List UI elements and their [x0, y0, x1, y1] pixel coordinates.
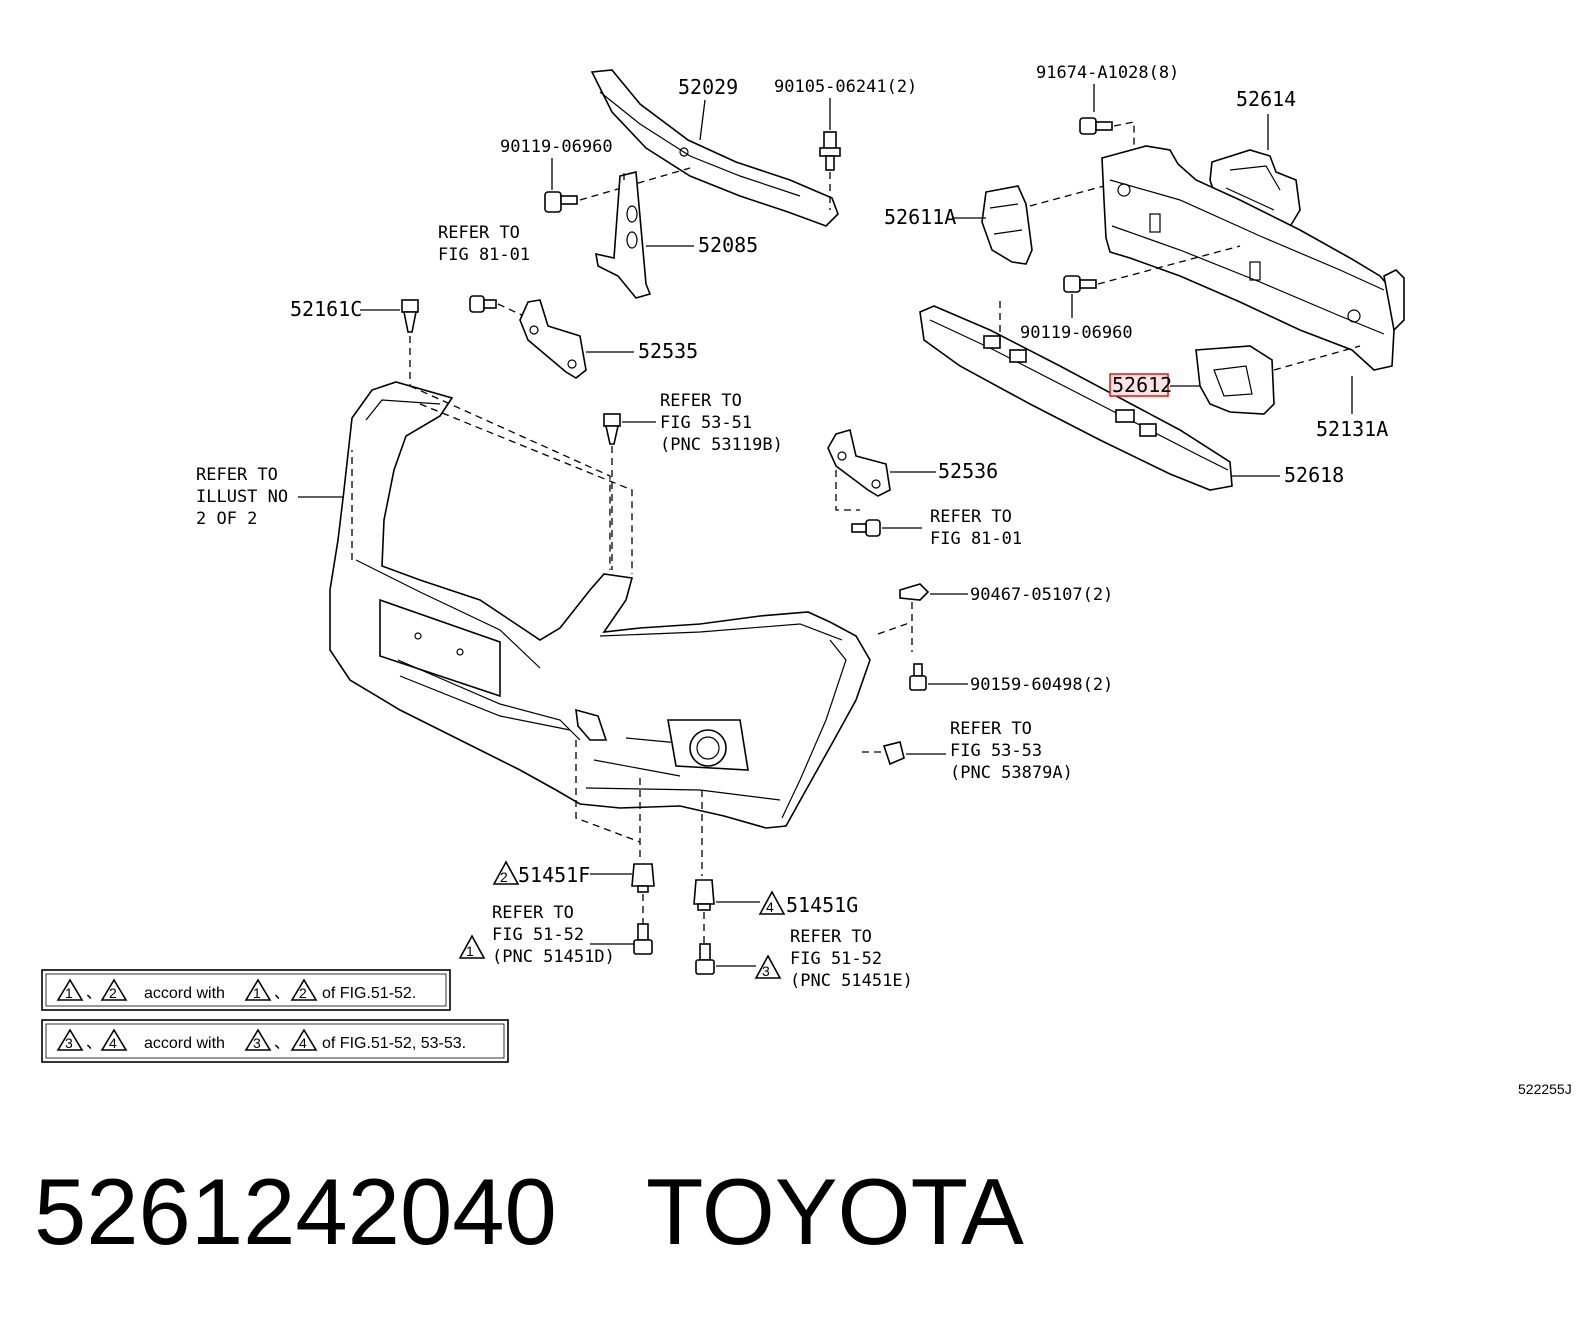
part-52535-drawing [519, 299, 587, 379]
tri-1-51451D: 1 [458, 934, 486, 959]
label-90105-06241[interactable]: 90105-06241(2) [774, 77, 917, 97]
refer-51451D-line3[interactable]: (PNC 51451D) [492, 947, 615, 967]
label-90159-60498[interactable]: 90159-60498(2) [970, 675, 1113, 695]
part-number-caption: 5261242040 [34, 1159, 557, 1264]
refer-fig-81-01-top-line1[interactable]: REFER TO [438, 223, 520, 243]
svg-text:、: 、 [86, 985, 102, 1002]
part-52029-drawing [590, 69, 839, 227]
refer-fig-81-01-top-line2[interactable]: FIG 81-01 [438, 245, 530, 265]
clip-51451G-drawing [693, 879, 715, 944]
label-52029[interactable]: 52029 [678, 75, 738, 99]
refer-fig-53-51-line1[interactable]: REFER TO [660, 391, 742, 411]
note-box-1: 1 、 2 accord with 1 、 2 of FIG.51-52. [41, 969, 451, 1011]
tri-3-51451E: 3 [754, 954, 782, 979]
bolt-90119-top-drawing [544, 167, 691, 213]
label-90119-06960-top[interactable]: 90119-06960 [500, 137, 613, 157]
bolt-refer-81-01-top-drawing [469, 295, 529, 319]
note-box-2: 3 、 4 accord with 3 、 4 of FIG.51-52, 53… [41, 1019, 509, 1063]
note2-tri-c: 3 [253, 1035, 261, 1051]
label-52536[interactable]: 52536 [938, 459, 998, 483]
svg-text:3: 3 [762, 963, 770, 979]
refer-51451E-line1[interactable]: REFER TO [790, 927, 872, 947]
screw-51451E-drawing [695, 943, 715, 975]
screw-90159-drawing [909, 663, 927, 691]
label-52085[interactable]: 52085 [698, 233, 758, 257]
note1-tri-a: 1 [65, 985, 73, 1001]
refer-fig-53-53-line2[interactable]: FIG 53-53 [950, 741, 1042, 761]
label-90467-05107[interactable]: 90467-05107(2) [970, 585, 1113, 605]
refer-illust-line3[interactable]: 2 OF 2 [196, 509, 257, 529]
label-90119-06960-right[interactable]: 90119-06960 [1020, 323, 1133, 343]
refer-fig-53-51-line3[interactable]: (PNC 53119B) [660, 435, 783, 455]
note1-tail: of FIG.51-52. [322, 985, 416, 1002]
svg-text:2: 2 [500, 869, 508, 885]
svg-text:1: 1 [466, 943, 474, 959]
part-52618-drawing [919, 300, 1233, 491]
nut-90467-drawing [877, 583, 930, 652]
refer-illust-line2[interactable]: ILLUST NO [196, 487, 288, 507]
label-52161C[interactable]: 52161C [290, 297, 362, 321]
refer-illust-line1[interactable]: REFER TO [196, 465, 278, 485]
note2-text: accord with [144, 1035, 225, 1052]
label-52618[interactable]: 52618 [1284, 463, 1344, 487]
highlight-box-52612 [1109, 373, 1169, 397]
part-52131A-drawing [1101, 145, 1405, 371]
refer-fig-53-53-line3[interactable]: (PNC 53879A) [950, 763, 1073, 783]
tri-4-51451G: 4 [758, 890, 786, 915]
illustration-code: 522255J [1518, 1081, 1572, 1097]
part-52085-drawing [595, 168, 652, 299]
note1-text: accord with [144, 985, 225, 1002]
brand-caption: TOYOTA [646, 1159, 1024, 1264]
clip-refer-53-53-drawing [862, 741, 905, 766]
note2-tri-a: 3 [65, 1035, 73, 1051]
refer-51451E-line2[interactable]: FIG 51-52 [790, 949, 882, 969]
part-52612-drawing [1195, 345, 1361, 415]
label-51451F[interactable]: 51451F [518, 863, 590, 887]
bolt-refer-81-01-mid-drawing [851, 519, 881, 537]
note2-tail: of FIG.51-52, 53-53. [322, 1035, 466, 1052]
label-52614[interactable]: 52614 [1236, 87, 1296, 111]
note1-tri-b: 2 [109, 985, 117, 1001]
bumper-cover-drawing [329, 381, 871, 829]
part-52536-drawing [827, 428, 891, 511]
refer-fig-81-01-mid-line1[interactable]: REFER TO [930, 507, 1012, 527]
bolt-90119-right-drawing [1063, 245, 1241, 293]
screw-51451D-drawing [633, 923, 653, 955]
label-52131A[interactable]: 52131A [1316, 417, 1388, 441]
label-52535[interactable]: 52535 [638, 339, 698, 363]
note1-tri-c: 1 [253, 985, 261, 1001]
svg-text:、: 、 [274, 985, 290, 1002]
bolt-90105-drawing [819, 131, 841, 210]
part-52611A-drawing [981, 185, 1105, 265]
svg-text:、: 、 [274, 1035, 290, 1052]
label-52611A[interactable]: 52611A [884, 205, 956, 229]
clip-refer-53-51-drawing [603, 413, 621, 570]
refer-fig-53-51-line2[interactable]: FIG 53-51 [660, 413, 752, 433]
note1-tri-d: 2 [299, 985, 307, 1001]
bolt-91674-drawing [1079, 117, 1135, 160]
clip-51451F-drawing [631, 863, 655, 926]
label-91674-A1028[interactable]: 91674-A1028(8) [1036, 63, 1179, 83]
refer-fig-81-01-mid-line2[interactable]: FIG 81-01 [930, 529, 1022, 549]
note2-tri-b: 4 [109, 1035, 117, 1051]
label-52612[interactable]: 52612 [1112, 373, 1172, 397]
refer-51451D-line1[interactable]: REFER TO [492, 903, 574, 923]
svg-text:、: 、 [86, 1035, 102, 1052]
tri-2-51451F: 2 [492, 860, 520, 885]
refer-51451E-line3[interactable]: (PNC 51451E) [790, 971, 913, 991]
note2-tri-d: 4 [299, 1035, 307, 1051]
svg-text:4: 4 [766, 899, 774, 915]
refer-fig-53-53-line1[interactable]: REFER TO [950, 719, 1032, 739]
label-51451G[interactable]: 51451G [786, 893, 858, 917]
refer-51451D-line2[interactable]: FIG 51-52 [492, 925, 584, 945]
